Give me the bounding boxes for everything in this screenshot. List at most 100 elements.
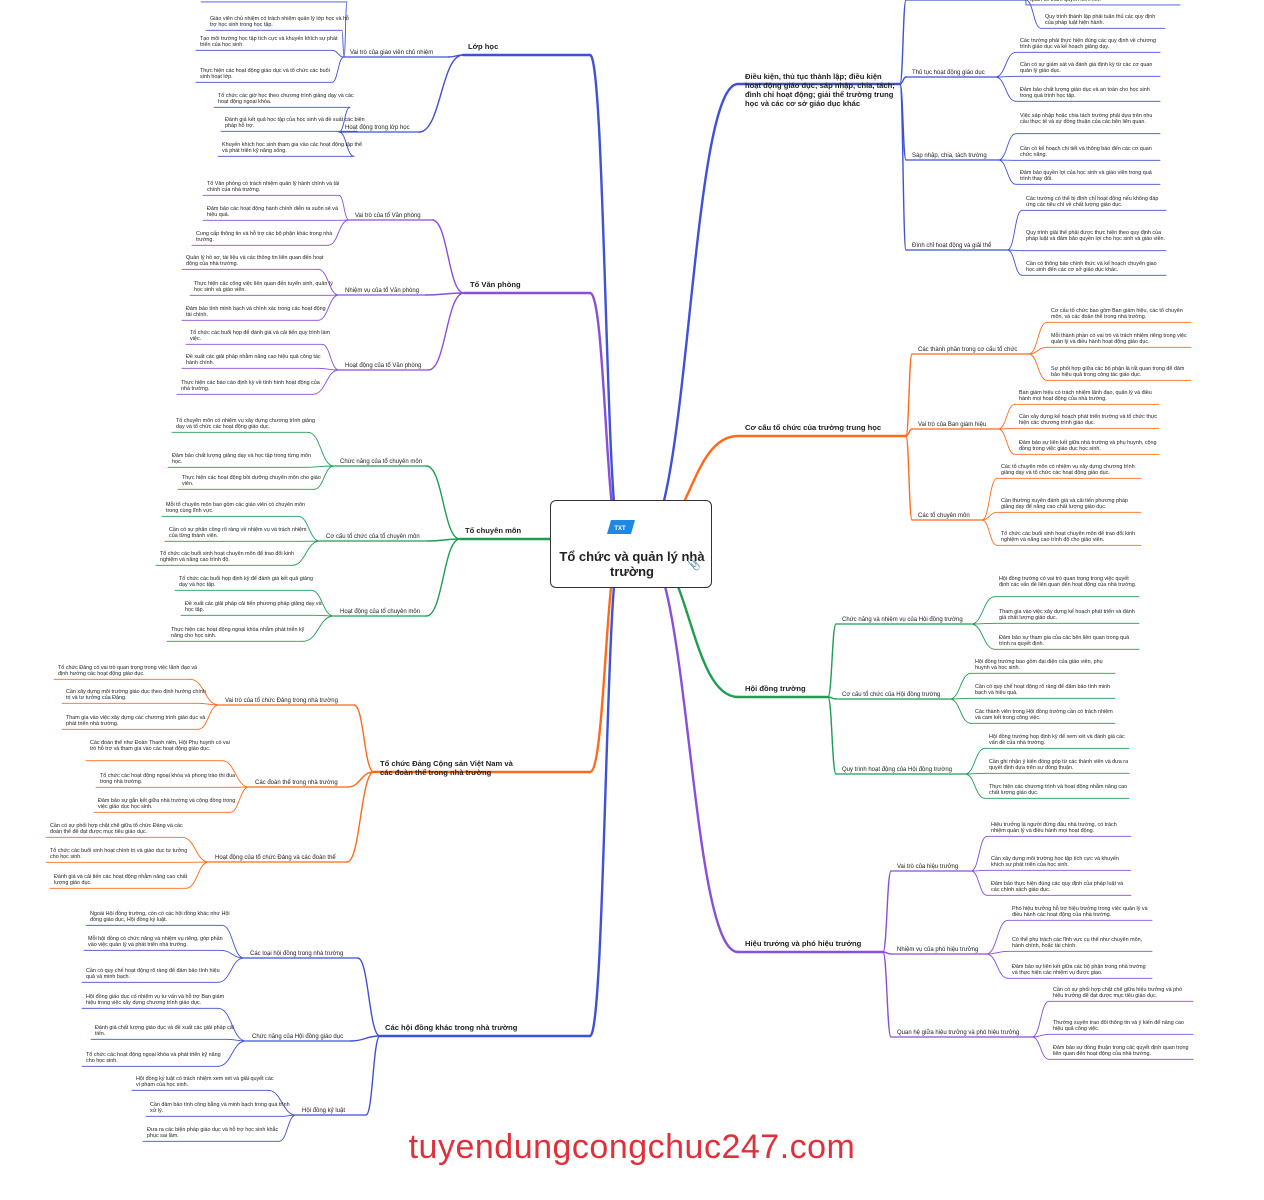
leaf-note[interactable]: Tham gia vào việc xây dựng các chương tr… [66,715,206,728]
leaf-note[interactable]: Tổ chức các buổi họp để đánh giá và cải … [190,330,330,343]
leaf-note[interactable]: Đảm bảo sự đồng thuận trong các quyết đị… [1053,1045,1189,1058]
leaf-note[interactable]: Đề xuất các giải pháp nhằm nâng cao hiệu… [186,354,321,367]
central-topic[interactable]: TXT Tổ chức và quản lý nhà trường 📎 [550,500,712,588]
leaf-note[interactable]: Thực hiện các hoạt động giáo dục và tổ c… [200,68,330,81]
leaf-note[interactable]: Các đoàn thể như Đoàn Thanh niên, Hội Ph… [90,740,230,753]
sub-topic[interactable]: Hoạt động trong lớp học [345,125,410,131]
leaf-note[interactable]: Đảm bảo sự tham gia của các bên liên qua… [999,635,1130,648]
leaf-note[interactable]: Cần xây dựng môi trường học tập tích cực… [991,856,1119,869]
leaf-note[interactable]: Thực hiện các báo cáo định kỳ về tình hì… [181,380,320,393]
leaf-note[interactable]: Hiệu trưởng là người đứng đầu nhà trường… [991,822,1117,835]
branch-topic-lop-hoc[interactable]: Lớp học [468,42,499,51]
leaf-note[interactable]: Cần có quy chế hoạt động rõ ràng để đảm … [975,684,1111,697]
leaf-note[interactable]: Cần thường xuyên đánh giá và cải tiến ph… [1001,498,1128,511]
leaf-note[interactable]: Tổ chức các buổi sinh hoạt chuyên môn để… [160,551,294,564]
leaf-note[interactable]: Giáo viên chủ nhiệm có trách nhiệm quản … [210,16,349,29]
leaf-note[interactable]: Đảm bảo chất lượng giảng dạy và học tập … [172,453,312,466]
leaf-note[interactable]: Thực hiện các hoạt động bồi dưỡng chuyên… [182,475,321,488]
leaf-note[interactable]: Ngoài Hội đồng trường, còn có các hội đồ… [90,911,230,924]
branch-topic-co-cau[interactable]: Cơ cấu tổ chức của trường trung học [745,423,882,432]
sub-topic[interactable]: Chức năng của Hội đồng giáo dục [252,1034,344,1040]
leaf-note[interactable]: Đảm bảo tính minh bạch và chính xác tron… [186,306,326,319]
leaf-note[interactable]: Cần xây dựng kế hoạch phát triển trường … [1019,414,1158,427]
leaf-note[interactable]: Tham gia vào việc xây dựng kế hoạch phát… [999,609,1135,622]
sub-topic[interactable]: Đình chỉ hoạt động và giải thể [912,243,992,249]
leaf-note[interactable]: Cơ cấu tổ chức bao gồm Ban giám hiệu, cá… [1051,308,1183,321]
sub-topic[interactable]: Vai trò của Ban giám hiệu [918,422,987,428]
leaf-note[interactable]: quan có thẩm quyền xem xét. [1030,0,1101,3]
leaf-note[interactable]: Đánh giá kết quả học tập của học sinh và… [225,117,365,130]
leaf-note[interactable]: Hội đồng trường bao gồm đại diện của giá… [975,659,1103,672]
leaf-note[interactable]: Quy trình thành lập phải tuân thủ các qu… [1045,14,1156,27]
sub-topic[interactable]: Các loại hội đồng trong nhà trường [250,951,344,957]
leaf-note[interactable]: Tổ chức các hoạt động ngoại khóa và phát… [86,1052,221,1065]
sub-topic[interactable]: Nhiệm vụ của tổ Văn phòng [345,288,420,294]
leaf-note[interactable]: Đảm bảo thực hiện đúng các quy định của … [991,881,1124,894]
sub-topic[interactable]: Các đoàn thể trong nhà trường [255,780,338,786]
leaf-note[interactable]: Cần có thông báo chính thức và kế hoạch … [1026,261,1157,274]
branch-topic-cac-hoi-dong-khac[interactable]: Các hội đồng khác trong nhà trường [385,1023,518,1032]
branch-topic-dieu-kien[interactable]: Điều kiện, thủ tục thành lập; điều kiện … [745,72,895,108]
leaf-note[interactable]: Tổ chuyên môn có nhiệm vụ xây dựng chươn… [176,418,316,431]
leaf-note[interactable]: Đảm bảo sự liên kết giữa các bộ phận tro… [1012,964,1146,977]
sub-topic[interactable]: Chức năng của tổ chuyên môn [340,459,423,465]
branch-topic-to-van-phong[interactable]: Tổ Văn phòng [470,280,521,289]
leaf-note[interactable]: Tổ chức các hoạt động ngoại khóa và phon… [100,773,236,786]
leaf-note[interactable]: Hội đồng kỷ luật có trách nhiệm xem xét … [136,1076,274,1089]
leaf-note[interactable]: Thực hiện các chương trình và hoạt động … [989,784,1128,797]
branch-topic-to-chuc-dang[interactable]: Tổ chức Đảng Cộng sản Việt Nam và các đo… [380,759,513,777]
leaf-note[interactable]: Cần có sự giám sát và đánh giá định kỳ t… [1020,62,1153,75]
leaf-note[interactable]: Tổ Văn phòng có trách nhiệm quản lý hành… [207,181,340,194]
leaf-note[interactable]: Tổ chức các buổi sinh hoạt chính trị và … [50,848,188,861]
sub-topic[interactable]: Cơ cấu tổ chức của Hội đồng trường [842,692,941,698]
sub-topic[interactable]: Hội đồng kỷ luật [302,1108,346,1114]
leaf-note[interactable]: Ban giám hiệu có trách nhiệm lãnh đạo, q… [1019,390,1152,403]
sub-topic[interactable]: Hoạt động của tổ chức Đảng và các đoàn t… [215,855,336,861]
leaf-note[interactable]: Các thành viên trong Hội đồng trường cần… [975,709,1113,722]
leaf-note[interactable]: Mỗi tổ chuyên môn bao gồm các giáo viên … [166,502,306,515]
sub-topic[interactable]: Nhiệm vụ của phó hiệu trưởng [897,947,979,953]
sub-topic[interactable]: Hoạt động của tổ chuyên môn [340,609,421,615]
sub-topic[interactable]: Quan hệ giữa hiệu trưởng và phó hiệu trư… [897,1030,1020,1036]
sub-topic[interactable]: Sáp nhập, chia, tách trường [912,153,987,159]
leaf-note[interactable]: Quy trình giải thể phải được thực hiện t… [1026,230,1165,243]
leaf-note[interactable]: Đảm bảo các hoạt động hành chính diễn ra… [207,206,338,219]
leaf-note[interactable]: Cần có quy chế hoạt động rõ ràng để đảm … [86,968,220,981]
sub-topic[interactable]: Vai trò của tổ chức Đảng trong nhà trườn… [225,698,338,704]
leaf-note[interactable]: Cung cấp thông tin và hỗ trợ các bộ phận… [196,231,333,244]
sub-topic[interactable]: Cơ cấu tổ chức của tổ chuyên môn [326,534,420,540]
leaf-note[interactable]: Hội đồng trường có vai trò quan trọng tr… [999,576,1137,589]
leaf-note[interactable]: Thực hiện các công việc liên quan đến tu… [194,281,333,294]
leaf-note[interactable]: Tổ chức các buổi họp định kỳ để đánh giá… [179,576,313,589]
leaf-note[interactable]: Cần đảm bảo tính công bằng và minh bạch … [150,1102,290,1115]
sub-topic[interactable]: Vai trò của tổ Văn phòng [355,213,421,219]
leaf-note[interactable]: Đề xuất các giải pháp cải tiến phương ph… [185,601,322,614]
sub-topic[interactable]: Chức năng và nhiệm vụ của Hội đồng trườn… [842,617,963,623]
branch-topic-hieu-truong[interactable]: Hiệu trưởng và phó hiệu trưởng [745,939,862,948]
sub-topic[interactable]: Hoạt động của tổ Văn phòng [345,363,422,369]
sub-topic[interactable]: Thủ tục hoạt động giáo dục [912,70,985,76]
leaf-note[interactable]: Cần có sự phối hợp chặt chẽ giữa hiệu tr… [1053,987,1183,1000]
leaf-note[interactable]: Các tổ chuyên môn có nhiệm vụ xây dựng c… [1001,464,1135,477]
leaf-note[interactable]: Phó hiệu trưởng hỗ trợ hiệu trưởng trong… [1012,906,1148,919]
leaf-note[interactable]: Có thể phụ trách các lĩnh vực cụ thể như… [1012,937,1143,950]
leaf-note[interactable]: Các trường phải thực hiện đúng các quy đ… [1020,38,1156,51]
leaf-note[interactable]: Cần có sự phân công rõ ràng về nhiệm vụ … [169,527,307,540]
leaf-note[interactable]: Hội đồng trường họp định kỳ để xem xét v… [989,734,1125,747]
leaf-note[interactable]: Việc sáp nhập hoặc chia tách trường phải… [1020,113,1153,126]
leaf-note[interactable]: Khuyến khích học sinh tham gia vào các h… [222,142,362,155]
leaf-note[interactable]: Cần có sự phối hợp chặt chẽ giữa tổ chức… [50,823,183,836]
leaf-note[interactable]: Đánh giá chất lượng giáo dục và đề xuất … [95,1025,235,1038]
leaf-note[interactable]: Thực hiện các hoạt động ngoại khóa nhằm … [171,627,305,640]
leaf-note[interactable]: Tổ chức các buổi sinh hoạt chuyên môn để… [1001,531,1135,544]
leaf-note[interactable]: Đảm bảo chất lượng giáo dục và an toàn c… [1020,87,1150,100]
leaf-note[interactable]: Thường xuyên trao đổi thông tin và ý kiế… [1053,1020,1184,1033]
leaf-note[interactable]: Tổ chức các giờ học theo chương trình gi… [218,93,354,106]
leaf-note[interactable]: Cần có kế hoạch chi tiết và thông báo đế… [1020,146,1152,159]
leaf-note[interactable]: Sự phối hợp giữa các bộ phận là rất quan… [1051,366,1185,379]
paperclip-icon[interactable]: 📎 [687,559,701,571]
leaf-note[interactable]: Tạo môi trường học tập tích cực và khuyế… [200,36,338,49]
sub-topic[interactable]: Quy trình hoạt động của Hội đồng trường [842,767,953,773]
leaf-note[interactable]: Đưa ra các biện pháp giáo dục và hỗ trợ … [147,1127,279,1140]
leaf-note[interactable]: Mỗi thành phần có vai trò và trách nhiệm… [1051,333,1187,346]
